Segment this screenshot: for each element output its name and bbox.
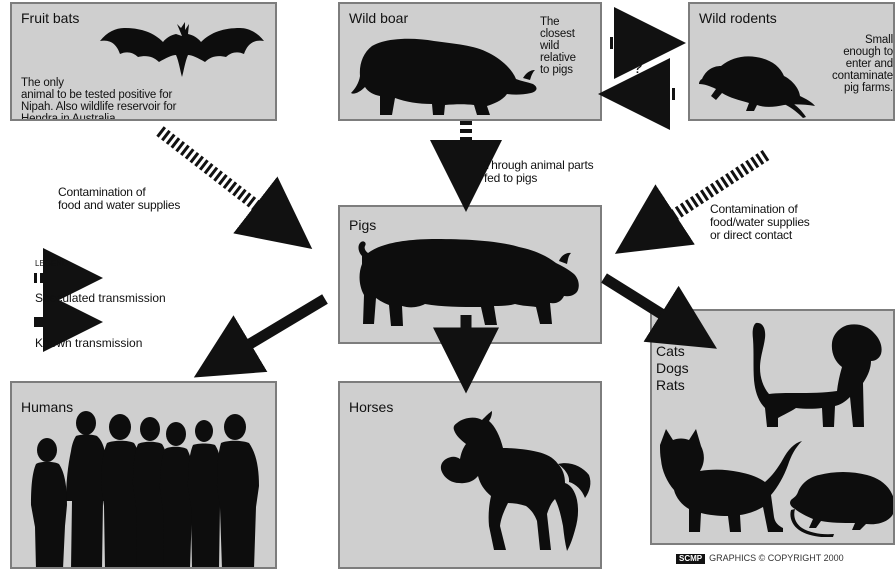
pigs-title: Pigs: [349, 217, 377, 233]
contamination-right-line-2: food/water supplies: [710, 215, 810, 229]
legend-speculated-label: Speculated transmission: [35, 291, 166, 305]
boar-silhouette-icon: [351, 38, 537, 115]
horses-title: Horses: [349, 399, 394, 415]
pig-silhouette-icon: [358, 239, 579, 326]
wild-boar-title: Wild boar: [349, 10, 409, 26]
wild-boar-box: Wild boar The closest wild relative to p…: [338, 2, 602, 121]
through-animal-parts-line-1: Through animal parts: [484, 158, 594, 172]
wild-boar-note-line-4: relative: [540, 52, 576, 64]
fruit-bats-title: Fruit bats: [21, 10, 80, 26]
wild-boar-note: The closest wild relative to pigs: [540, 16, 600, 76]
wild-rodents-note-line-3: enter and: [845, 58, 893, 70]
contamination-left-line-1: Contamination of: [58, 185, 146, 199]
wild-rodents-title: Wild rodents: [699, 10, 777, 26]
bats-to-pigs-arrow: [156, 126, 313, 250]
humans-title: Humans: [21, 399, 74, 415]
rat-silhouette-icon: [790, 472, 893, 537]
rats-label: Rats: [656, 377, 685, 393]
pigs-to-humans-arrow: [193, 294, 328, 378]
copyright-badge: SCMP: [676, 554, 706, 564]
cats-dogs-rats-title: Cats Dogs Rats: [656, 343, 689, 394]
wild-boar-note-line-5: to pigs: [540, 64, 573, 76]
copyright-text: GRAPHICS © COPYRIGHT 2000: [709, 553, 844, 563]
rodent-silhouette-icon: [699, 56, 815, 118]
wild-rodents-note-line-1: Small: [864, 34, 893, 46]
wild-rodents-note: Small enough to enter and contaminate pi…: [793, 34, 893, 94]
legend-title: LEGEND: [35, 259, 68, 268]
fruit-bats-desc-line-1: The only: [21, 77, 64, 89]
people-silhouette-icon: [31, 411, 259, 567]
dogs-label: Dogs: [656, 360, 689, 376]
wild-rodents-note-line-2: enough to: [843, 46, 893, 58]
legend-known-label: Known transmission: [35, 336, 143, 350]
contamination-right-label: Contamination of food/water supplies or …: [710, 203, 810, 242]
pigs-to-cats-dogs-rats-arrow: [601, 273, 717, 349]
contamination-right-line-3: or direct contact: [710, 228, 792, 242]
wild-rodents-note-line-4: contaminate: [832, 70, 893, 82]
bat-silhouette-icon: [100, 22, 264, 77]
dog-silhouette-icon: [752, 322, 882, 427]
fruit-bats-box: Fruit bats The only animal to be tested …: [10, 2, 277, 121]
through-animal-parts-line-2: fed to pigs: [484, 171, 538, 185]
cat-silhouette-icon: [660, 429, 802, 532]
contamination-right-line-1: Contamination of: [710, 202, 798, 216]
through-animal-parts-label: Through animal parts fed to pigs: [484, 158, 594, 185]
wild-rodents-note-line-5: pig farms.: [844, 82, 893, 94]
humans-box: Humans: [10, 381, 277, 569]
speculated-question-mark: ?: [633, 58, 643, 77]
wild-boar-note-line-3: wild: [540, 40, 560, 52]
fruit-bats-description: The only animal to be tested positive fo…: [21, 77, 271, 121]
horse-silhouette-icon: [440, 411, 591, 551]
horses-box: Horses: [338, 381, 602, 569]
wild-rodents-box: Wild rodents Small enough to enter and c…: [688, 2, 895, 121]
fruit-bats-desc-line-4: Hendra in Australia: [21, 113, 116, 121]
fruit-bats-desc-line-2: animal to be tested positive for: [21, 89, 173, 101]
fruit-bats-desc-line-3: Nipah. Also wildlife reservoir for: [21, 101, 177, 113]
wild-boar-note-line-1: The: [540, 16, 560, 28]
contamination-left-label: Contamination of food and water supplies: [58, 186, 180, 212]
contamination-left-line-2: food and water supplies: [58, 198, 181, 212]
wild-boar-note-line-2: closest: [540, 28, 575, 40]
